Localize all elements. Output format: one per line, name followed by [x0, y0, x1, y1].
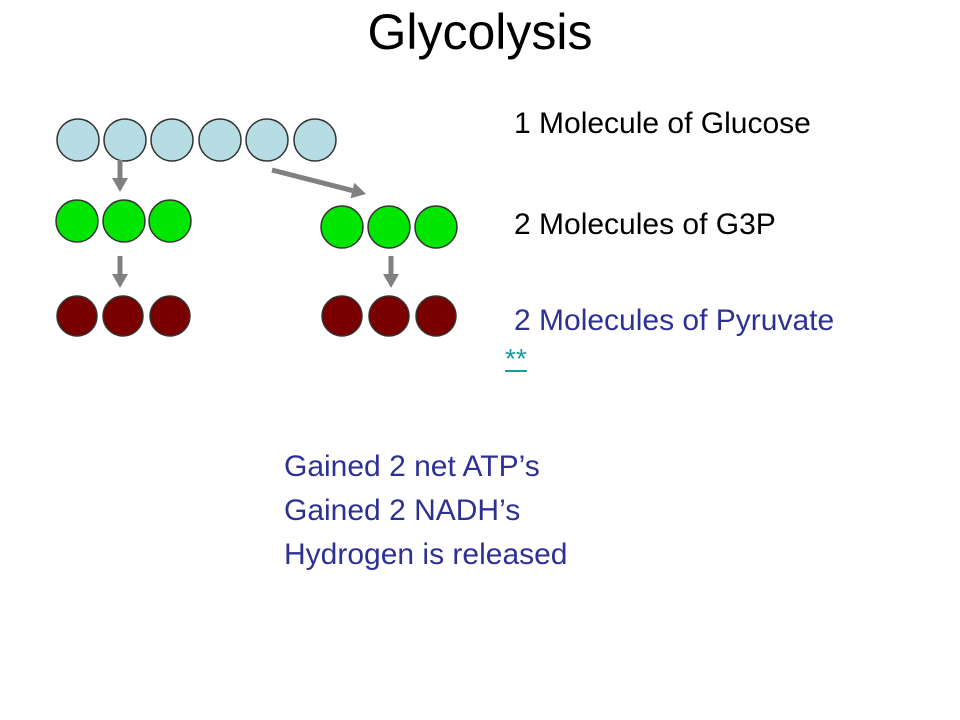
asterisk-link[interactable]: **	[505, 343, 527, 374]
glucose-carbon-2	[103, 118, 147, 162]
pyruvate-right-carbon-1	[321, 295, 363, 337]
gains-list: Gained 2 net ATP’s Gained 2 NADH’s Hydro…	[284, 445, 568, 577]
glucose-carbon-3	[150, 118, 194, 162]
g3p-right-carbon-2	[367, 205, 411, 249]
pyruvate-right-carbon-2	[368, 295, 410, 337]
pyruvate-left-carbon-1	[56, 295, 98, 337]
g3p-right-carbon-3	[414, 205, 458, 249]
g3p-right-carbon-1	[320, 205, 364, 249]
glucose-carbon-4	[198, 118, 242, 162]
arrow-glucose-to-g3p-left	[112, 160, 128, 192]
pyruvate-left-carbon-3	[149, 295, 191, 337]
glucose-carbon-1	[56, 118, 100, 162]
g3p-left-carbon-1	[55, 199, 99, 243]
gain-hydrogen: Hydrogen is released	[284, 538, 568, 571]
label-glucose: 1 Molecule of Glucose	[514, 107, 811, 140]
label-g3p: 2 Molecules of G3P	[514, 208, 776, 241]
glucose-carbon-5	[245, 118, 289, 162]
gain-atp: Gained 2 net ATP’s	[284, 450, 540, 483]
gain-nadh: Gained 2 NADH’s	[284, 494, 521, 527]
arrow-g3p-to-pyruvate-left	[112, 256, 128, 288]
g3p-left-carbon-2	[102, 199, 146, 243]
slide-title: Glycolysis	[367, 4, 593, 60]
pyruvate-left-carbon-2	[102, 295, 144, 337]
label-pyruvate: 2 Molecules of Pyruvate	[514, 304, 835, 337]
g3p-left-carbon-3	[148, 199, 192, 243]
arrow-g3p-to-pyruvate-right	[383, 256, 399, 288]
arrow-glucose-to-g3p-right	[271, 167, 366, 199]
pyruvate-right-carbon-3	[415, 295, 457, 337]
glucose-carbon-6	[293, 118, 337, 162]
